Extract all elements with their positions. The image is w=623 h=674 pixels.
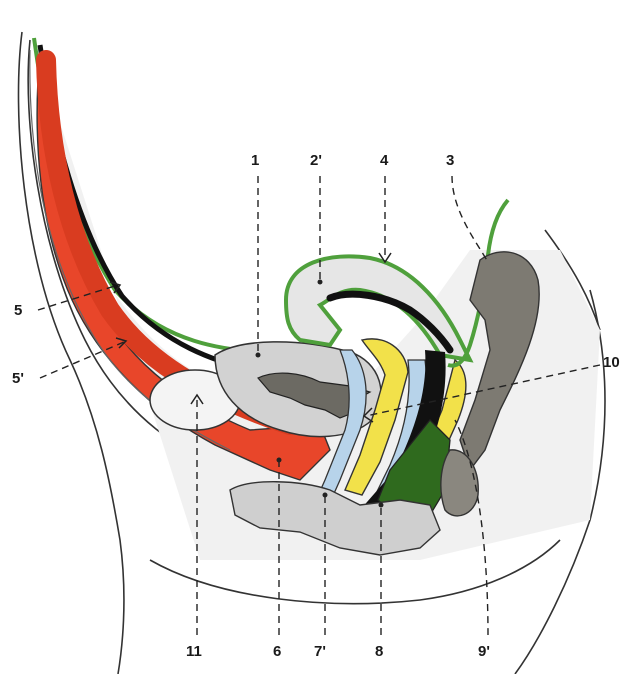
label-7-prime: 7' bbox=[314, 643, 326, 660]
label-10: 10 bbox=[603, 354, 620, 371]
label-4: 4 bbox=[380, 152, 388, 169]
label-2-prime: 2' bbox=[310, 152, 322, 169]
label-5-prime: 5' bbox=[12, 370, 24, 387]
label-6: 6 bbox=[273, 643, 281, 660]
label-8: 8 bbox=[375, 643, 383, 660]
label-5: 5 bbox=[14, 302, 22, 319]
label-3: 3 bbox=[446, 152, 454, 169]
label-11: 11 bbox=[186, 643, 202, 660]
label-9-prime: 9' bbox=[478, 643, 490, 660]
label-1: 1 bbox=[251, 152, 259, 169]
